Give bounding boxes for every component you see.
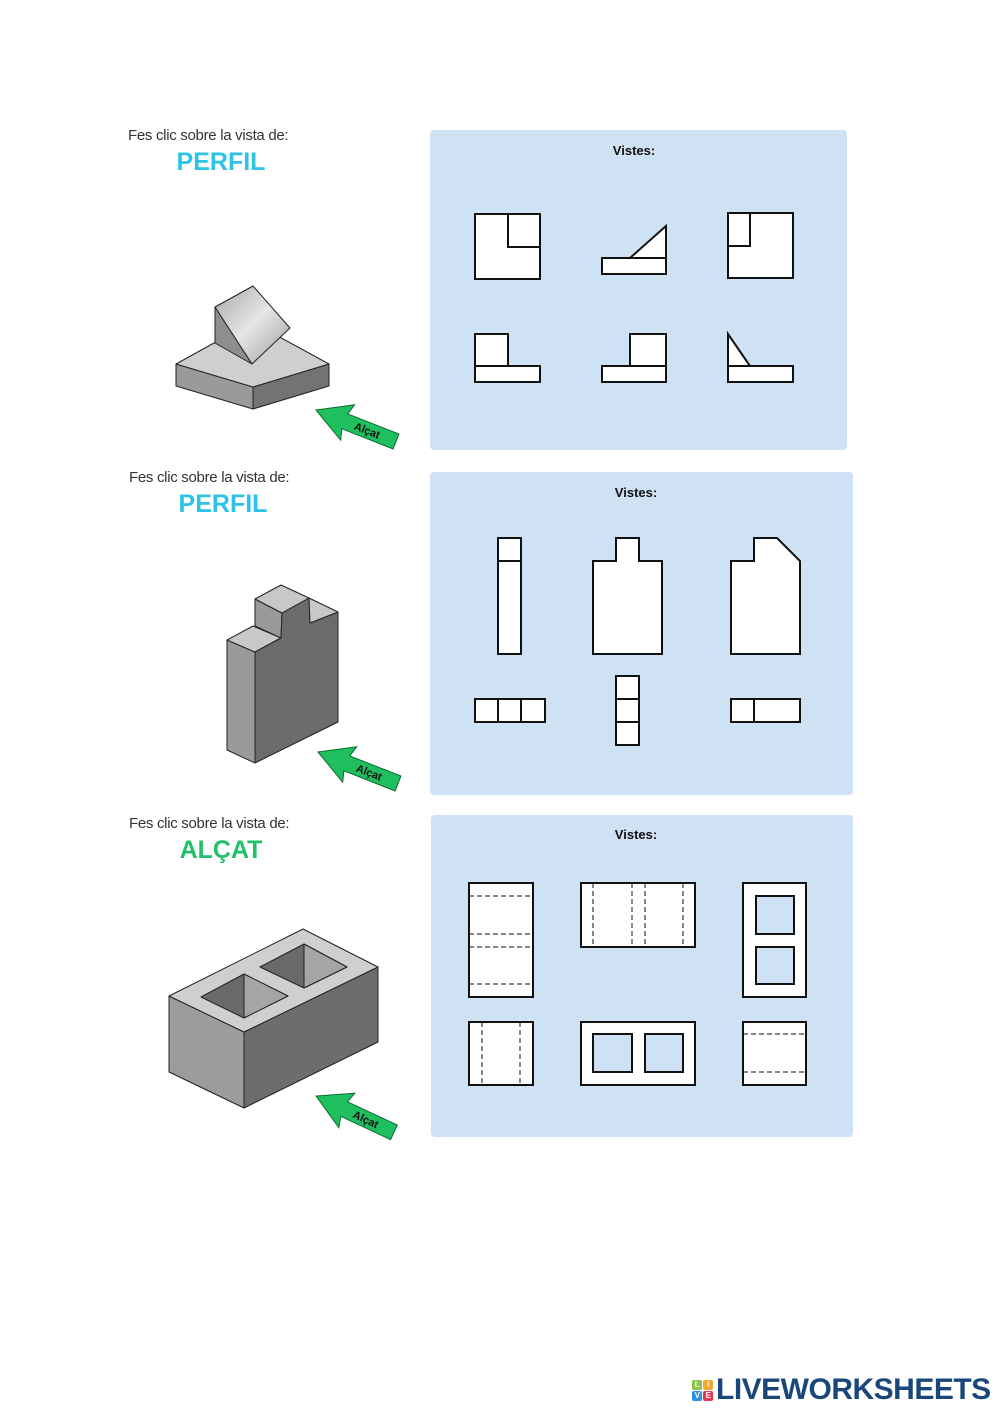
exercise-1-views-title: Vistes: [612, 143, 656, 158]
isometric-piece-2 [226, 584, 339, 764]
alcat-arrow-2: Alçat [310, 733, 406, 802]
ex1-view-option-6[interactable] [727, 330, 794, 383]
ex1-view-option-5[interactable] [601, 333, 667, 383]
ex2-view-option-5[interactable] [615, 675, 640, 746]
ex1-view-option-3[interactable] [727, 212, 794, 279]
logo-tile: E [703, 1390, 713, 1401]
exercise-1-prompt: Fes clic sobre la vista de: [128, 127, 289, 144]
ex3-view-option-6[interactable] [742, 1021, 807, 1086]
exercise-1-views-panel [430, 130, 847, 450]
ex2-view-option-1[interactable] [497, 537, 522, 655]
ex1-view-option-2[interactable] [601, 223, 667, 275]
exercise-1-target: PERFIL [176, 148, 266, 176]
ex3-view-option-3[interactable] [742, 882, 807, 998]
ex2-view-option-4[interactable] [474, 698, 546, 723]
logo-tile: I [703, 1379, 713, 1390]
isometric-piece-3 [168, 928, 379, 1109]
ex2-view-option-2[interactable] [592, 537, 663, 655]
logo-tiles-icon: L I V E [692, 1379, 713, 1401]
logo-text: LIVEWORKSHEETS [716, 1373, 991, 1406]
ex3-view-option-5[interactable] [580, 1021, 696, 1086]
exercise-2-target: PERFIL [178, 490, 268, 518]
ex1-view-option-4[interactable] [474, 333, 541, 383]
exercise-2-prompt: Fes clic sobre la vista de: [129, 469, 290, 486]
ex3-view-option-4[interactable] [468, 1021, 534, 1086]
exercise-2-views-title: Vistes: [614, 485, 658, 500]
logo-tile: V [692, 1390, 702, 1401]
exercise-3-prompt: Fes clic sobre la vista de: [129, 815, 290, 832]
alcat-arrow-1: Alçat [308, 391, 404, 460]
ex3-view-option-1[interactable] [468, 882, 534, 998]
logo-tile: L [692, 1379, 702, 1390]
alcat-arrow-3: Alçat [307, 1078, 403, 1151]
ex3-view-option-2[interactable] [580, 882, 696, 948]
exercise-3-target: ALÇAT [179, 836, 263, 864]
liveworksheets-logo: L I V E LIVEWORKSHEETS [692, 1373, 991, 1407]
exercise-3-views-title: Vistes: [614, 827, 658, 842]
isometric-piece-1 [175, 285, 330, 410]
ex2-view-option-6[interactable] [730, 698, 801, 723]
ex1-view-option-1[interactable] [474, 213, 541, 280]
ex2-view-option-3[interactable] [730, 537, 801, 655]
